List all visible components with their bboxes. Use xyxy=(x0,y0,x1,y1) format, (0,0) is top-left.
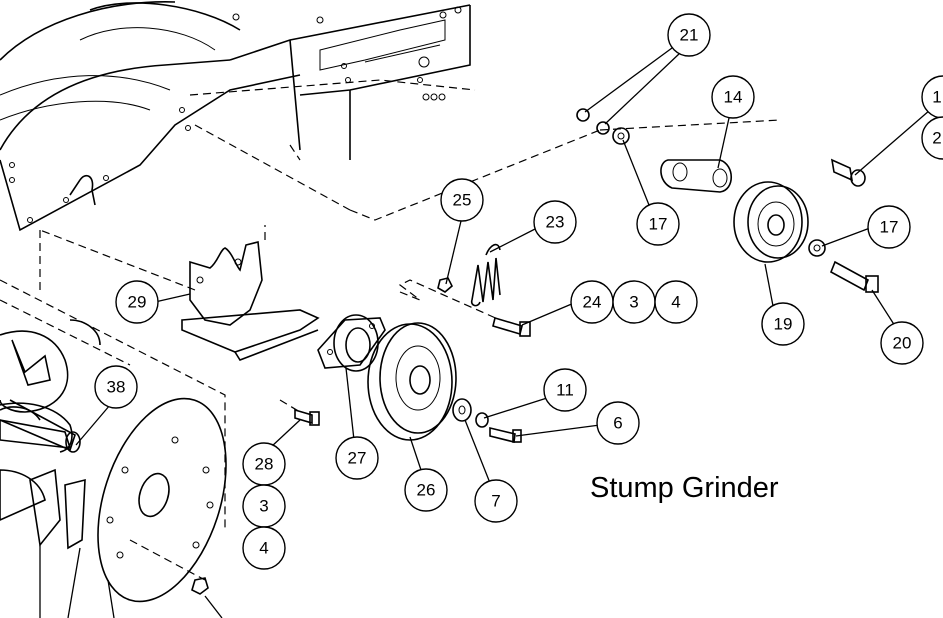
bracket-29-highlight xyxy=(39,225,320,373)
spring-23 xyxy=(470,243,501,307)
bolt-20 xyxy=(829,260,879,293)
bolt-1 xyxy=(830,158,866,187)
callout-20: 20 xyxy=(880,321,924,365)
washer-17-left xyxy=(612,127,630,145)
leader-lines xyxy=(39,47,931,618)
callout-label: 17 xyxy=(649,215,668,234)
callout-label: 11 xyxy=(556,381,574,400)
callout-17-left: 17 xyxy=(636,202,680,246)
callout-label: 28 xyxy=(255,455,274,474)
callout-label: 27 xyxy=(348,449,367,468)
callout-label: 3 xyxy=(259,497,268,516)
washer-17-right xyxy=(808,239,826,257)
callout-3-bottom: 3 xyxy=(242,484,286,528)
callout-label: 3 xyxy=(629,293,638,312)
callout-21: 21 xyxy=(667,13,711,57)
nut-bottom xyxy=(191,577,209,595)
callout-7: 7 xyxy=(474,479,518,523)
callout-29: 29 xyxy=(115,280,159,324)
callout-25: 25 xyxy=(440,178,484,222)
callout-4-top: 4 xyxy=(654,280,698,324)
callout-label: 23 xyxy=(546,213,565,232)
bolt-28 xyxy=(279,399,320,426)
callout-3-top: 3 xyxy=(612,280,656,324)
callout-label: 29 xyxy=(128,293,147,312)
callout-label: 21 xyxy=(680,26,699,45)
callout-6: 6 xyxy=(596,401,640,445)
callout-24: 24 xyxy=(570,280,614,324)
callout-label: 4 xyxy=(259,539,268,558)
callout-27: 27 xyxy=(335,436,379,480)
nut-21 xyxy=(576,108,610,135)
callout-label: 1 xyxy=(932,88,941,107)
callout-17-right: 17 xyxy=(867,205,911,249)
shaft-38 xyxy=(0,399,81,453)
grinder-housing xyxy=(0,1,781,290)
callout-label: 14 xyxy=(724,88,743,107)
pulley-26 xyxy=(367,322,457,441)
callout-label: 20 xyxy=(893,334,912,353)
nut-11 xyxy=(475,412,489,428)
callout-28: 28 xyxy=(242,442,286,486)
idler-pulley-19 xyxy=(733,181,809,263)
callout-11: 11 xyxy=(543,368,587,412)
disc-plate xyxy=(0,279,227,603)
callout-label: 38 xyxy=(107,378,126,397)
callout-38: 38 xyxy=(94,365,138,409)
washer-7 xyxy=(452,398,472,422)
callout-label: 19 xyxy=(774,315,793,334)
callout-2: 2 xyxy=(921,116,943,160)
callout-label: 6 xyxy=(613,414,622,433)
bolt-24 xyxy=(398,279,531,337)
callout-label: 25 xyxy=(453,191,472,210)
callout-label: 17 xyxy=(880,218,899,237)
callout-label: 2 xyxy=(932,129,941,148)
bolt-6 xyxy=(489,426,522,443)
callout-1: 1 xyxy=(921,75,943,119)
idler-arm-14 xyxy=(660,159,733,193)
callout-4-bottom: 4 xyxy=(242,526,286,570)
callout-23: 23 xyxy=(533,200,577,244)
callout-label: 26 xyxy=(417,481,436,500)
callout-label: 7 xyxy=(491,492,500,511)
bearing-27 xyxy=(317,314,386,372)
callout-19: 19 xyxy=(761,302,805,346)
callout-26: 26 xyxy=(404,468,448,512)
highlight-shape xyxy=(172,228,320,373)
callout-label: 24 xyxy=(583,293,602,312)
callout-label: 4 xyxy=(671,293,680,312)
callout-14: 14 xyxy=(711,75,755,119)
diagram-caption: Stump Grinder xyxy=(590,472,779,504)
nut-25 xyxy=(437,277,453,293)
